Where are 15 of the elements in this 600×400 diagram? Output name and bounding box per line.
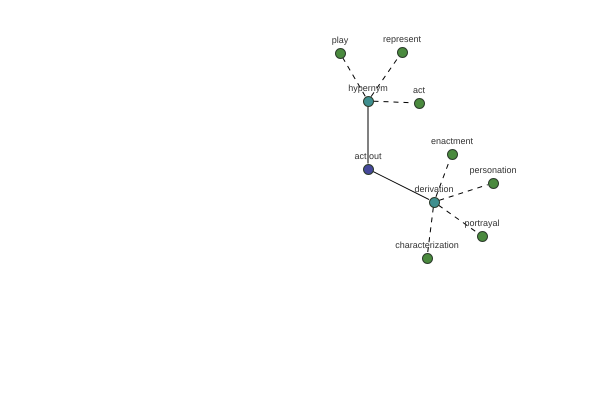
node-label: hypernym	[348, 84, 388, 92]
node-label: play	[332, 36, 348, 44]
node-label: personation	[469, 166, 517, 174]
connector-line	[438, 204, 478, 234]
connector-line	[427, 206, 434, 254]
connector-line	[438, 184, 488, 201]
node-label: characterization	[395, 240, 459, 250]
connector-line	[342, 57, 366, 97]
node-label: act	[413, 86, 425, 94]
node-label: represent	[382, 34, 422, 44]
node-label: portrayal	[464, 218, 500, 228]
node-label: act out	[354, 152, 382, 160]
node-label: enactment	[430, 136, 474, 146]
node-label: derivation	[414, 184, 454, 194]
connector-line	[372, 170, 430, 200]
